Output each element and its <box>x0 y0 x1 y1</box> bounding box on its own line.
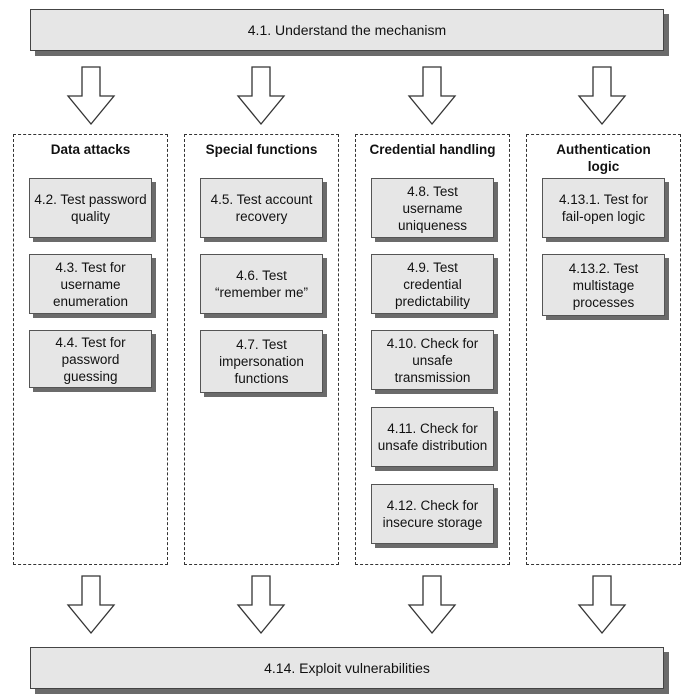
step-box: 4.13.2. Test multistage processes <box>542 254 665 316</box>
down-arrow-icon <box>236 575 286 635</box>
down-arrow-icon <box>577 575 627 635</box>
down-arrow-icon <box>407 66 457 126</box>
down-arrow-icon <box>66 575 116 635</box>
column-title: Data attacks <box>50 142 131 157</box>
step-box: 4.3. Test for username enumeration <box>29 254 152 314</box>
step-understand-mechanism: 4.1. Understand the mechanism <box>30 9 664 51</box>
step-exploit-vulnerabilities: 4.14. Exploit vulnerabilities <box>30 647 664 689</box>
column-special-functions: Special functions 4.5. Test account reco… <box>184 134 339 565</box>
step-box: 4.8. Test username uniqueness <box>371 178 494 238</box>
step-box: 4.2. Test password quality <box>29 178 152 238</box>
column-data-attacks: Data attacks 4.2. Test password quality … <box>13 134 168 565</box>
step-box: 4.7. Test impersonation functions <box>200 330 323 393</box>
down-arrow-icon <box>66 66 116 126</box>
step-box: 4.5. Test account recovery <box>200 178 323 238</box>
column-title: Special functions <box>205 142 318 157</box>
column-authentication-logic: Authentication logic 4.13.1. Test for fa… <box>526 134 681 565</box>
step-label: 4.1. Understand the mechanism <box>247 22 447 38</box>
column-credential-handling: Credential handling 4.8. Test username u… <box>355 134 510 565</box>
down-arrow-icon <box>236 66 286 126</box>
down-arrow-icon <box>577 66 627 126</box>
step-box: 4.13.1. Test for fail-open logic <box>542 178 665 238</box>
step-box: 4.10. Check for unsafe transmission <box>371 330 494 390</box>
step-box: 4.4. Test for password guessing <box>29 330 152 388</box>
down-arrow-icon <box>407 575 457 635</box>
step-box: 4.12. Check for insecure storage <box>371 484 494 544</box>
step-box: 4.6. Test “remember me” <box>200 254 323 314</box>
column-title: Credential handling <box>369 142 496 157</box>
column-title: Authentication logic <box>556 142 651 174</box>
step-box: 4.9. Test credential predictability <box>371 254 494 314</box>
step-box: 4.11. Check for unsafe distribution <box>371 407 494 467</box>
step-label: 4.14. Exploit vulnerabilities <box>264 660 430 676</box>
